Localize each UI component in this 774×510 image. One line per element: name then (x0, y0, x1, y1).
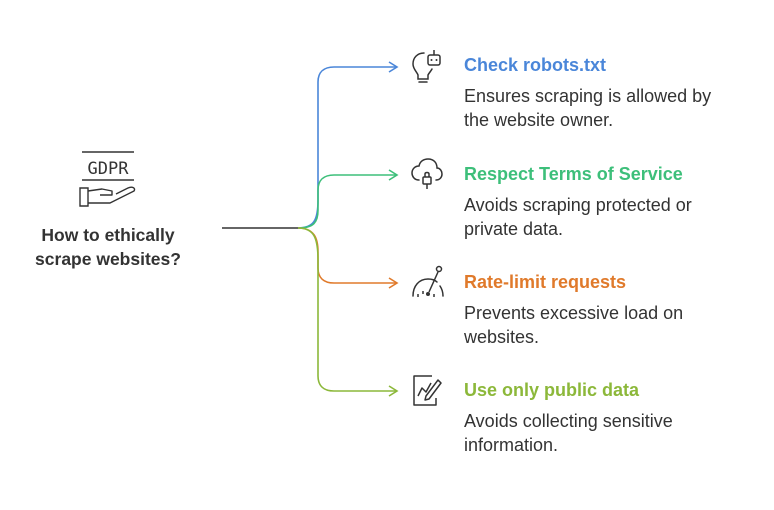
desc-line: Prevents excessive load on (464, 303, 684, 323)
gdpr-hand-icon: GDPR (72, 150, 144, 212)
desc-line: private data. (464, 219, 564, 239)
connector-branch-4 (297, 227, 396, 392)
gdpr-icon-text: GDPR (88, 159, 130, 179)
cloud-lock-icon (410, 156, 444, 192)
branch-title: Use only public data (464, 380, 640, 400)
arrowhead-1 (388, 61, 399, 73)
branch-title: Rate-limit requests (464, 272, 627, 292)
desc-line: the website owner. (464, 110, 614, 130)
desc-line: Avoids scraping protected or (464, 195, 692, 215)
root-label-line2: scrape websites? (35, 249, 181, 269)
branch-description: Ensures scraping is allowed by the websit… (464, 84, 764, 132)
root-question: How to ethically scrape websites? (20, 223, 196, 271)
root-label-line1: How to ethically (41, 225, 175, 245)
branch-public-data: Use only public data Avoids collecting s… (464, 379, 764, 457)
arrowhead-3 (388, 277, 399, 289)
branch-title: Respect Terms of Service (464, 164, 683, 184)
connector-branch-1 (297, 66, 396, 229)
arrowhead-2 (388, 169, 399, 181)
branch-rate-limit: Rate-limit requests Prevents excessive l… (464, 271, 764, 349)
branch-description: Avoids collecting sensitive information. (464, 409, 764, 457)
desc-line: Ensures scraping is allowed by (464, 86, 712, 106)
branch-description: Avoids scraping protected or private data… (464, 193, 764, 241)
chart-pencil-icon (410, 372, 444, 408)
desc-line: information. (464, 435, 559, 455)
arrowhead-4 (388, 385, 399, 397)
branch-description: Prevents excessive load on websites. (464, 301, 764, 349)
branch-check-robots: Check robots.txt Ensures scraping is all… (464, 54, 764, 132)
desc-line: Avoids collecting sensitive (464, 411, 673, 431)
branch-terms-of-service: Respect Terms of Service Avoids scraping… (464, 163, 764, 241)
speedometer-icon (410, 264, 444, 300)
desc-line: websites. (464, 327, 540, 347)
connector-branch-2 (297, 174, 396, 229)
connector-branch-3 (297, 227, 396, 284)
robot-bulb-icon (410, 48, 444, 84)
branch-title: Check robots.txt (464, 55, 607, 75)
